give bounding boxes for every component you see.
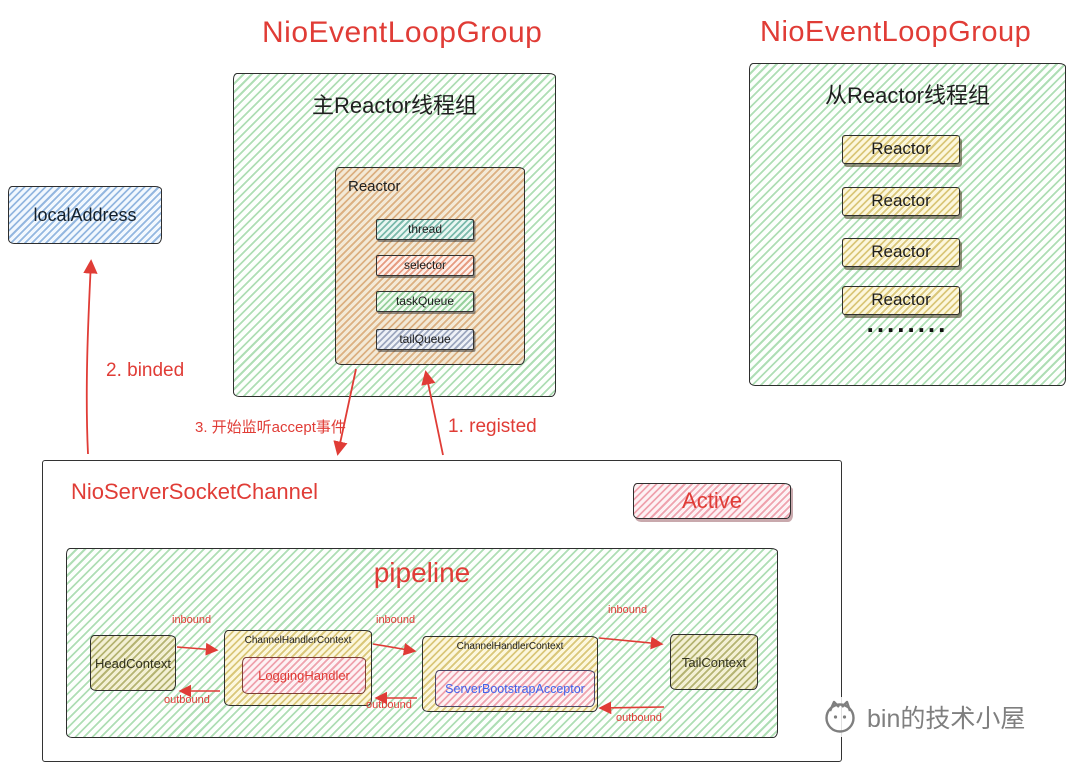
channel-handler-context-2-label: ChannelHandlerContext <box>456 641 564 652</box>
channel-title: NioServerSocketChannel <box>71 479 319 504</box>
watermark-text: bin的技术小屋 <box>867 705 1026 733</box>
taskqueue-bar: taskQueue <box>376 291 474 312</box>
main-reactor-group-box: 主Reactor线程组 Reactor thread selector task… <box>233 73 556 397</box>
inbound-label-3: inbound <box>608 604 648 616</box>
selector-bar: selector <box>376 255 474 276</box>
active-badge: Active <box>633 483 791 519</box>
reactor-item-1: Reactor <box>842 135 960 164</box>
reactor-box: Reactor thread selector taskQueue tailQu… <box>335 167 525 365</box>
watermark: bin的技术小屋 <box>816 697 1032 737</box>
slave-eventloopgroup-title: NioEventLoopGroup <box>760 16 1032 48</box>
thread-bar: thread <box>376 219 474 240</box>
outbound-label-2: outbound <box>366 699 412 711</box>
logging-handler-box: LoggingHandler <box>242 657 366 694</box>
registed-annotation: 1. registed <box>448 416 537 437</box>
local-address-box: localAddress <box>8 186 162 244</box>
outbound-label-1: outbound <box>164 694 210 706</box>
cat-logo-icon <box>825 700 855 733</box>
tail-context-box: TailContext <box>670 634 758 690</box>
server-bootstrap-acceptor-box: ServerBootstrapAcceptor <box>435 670 595 707</box>
reactor-item-2: Reactor <box>842 187 960 216</box>
listen-accept-annotation: 3. 开始监听accept事件 <box>195 419 346 436</box>
binded-arrow <box>83 259 98 455</box>
main-group-label: 主Reactor线程组 <box>311 93 478 118</box>
slave-group-label: 从Reactor线程组 <box>824 83 991 108</box>
main-eventloopgroup-title: NioEventLoopGroup <box>262 16 543 49</box>
reactor-item-3: Reactor <box>842 238 960 267</box>
local-address-label: localAddress <box>33 204 137 225</box>
nio-server-socket-channel-box: NioServerSocketChannel Active pipeline H… <box>42 460 842 762</box>
binded-annotation: 2. binded <box>106 360 185 381</box>
head-context-box: HeadContext <box>90 635 176 691</box>
inbound-label-2: inbound <box>376 614 416 626</box>
pipeline-title: pipeline <box>373 557 471 588</box>
channel-handler-context-1: ChannelHandlerContext LoggingHandler <box>224 630 372 706</box>
channel-handler-context-1-label: ChannelHandlerContext <box>244 635 352 646</box>
outbound-label-3: outbound <box>616 712 662 724</box>
tailqueue-bar: tailQueue <box>376 329 474 350</box>
reactor-item-4: Reactor <box>842 286 960 315</box>
reactor-label: Reactor <box>348 178 401 195</box>
slave-reactor-group-box: 从Reactor线程组 Reactor Reactor Reactor Reac… <box>749 63 1066 386</box>
pipeline-box: pipeline HeadContext ChannelHandlerConte… <box>66 548 778 738</box>
active-badge-label: Active <box>682 488 742 513</box>
channel-handler-context-2: ChannelHandlerContext ServerBootstrapAcc… <box>422 636 598 712</box>
more-reactors-ellipsis: ........ <box>866 308 949 338</box>
inbound-label-1: inbound <box>172 614 212 626</box>
